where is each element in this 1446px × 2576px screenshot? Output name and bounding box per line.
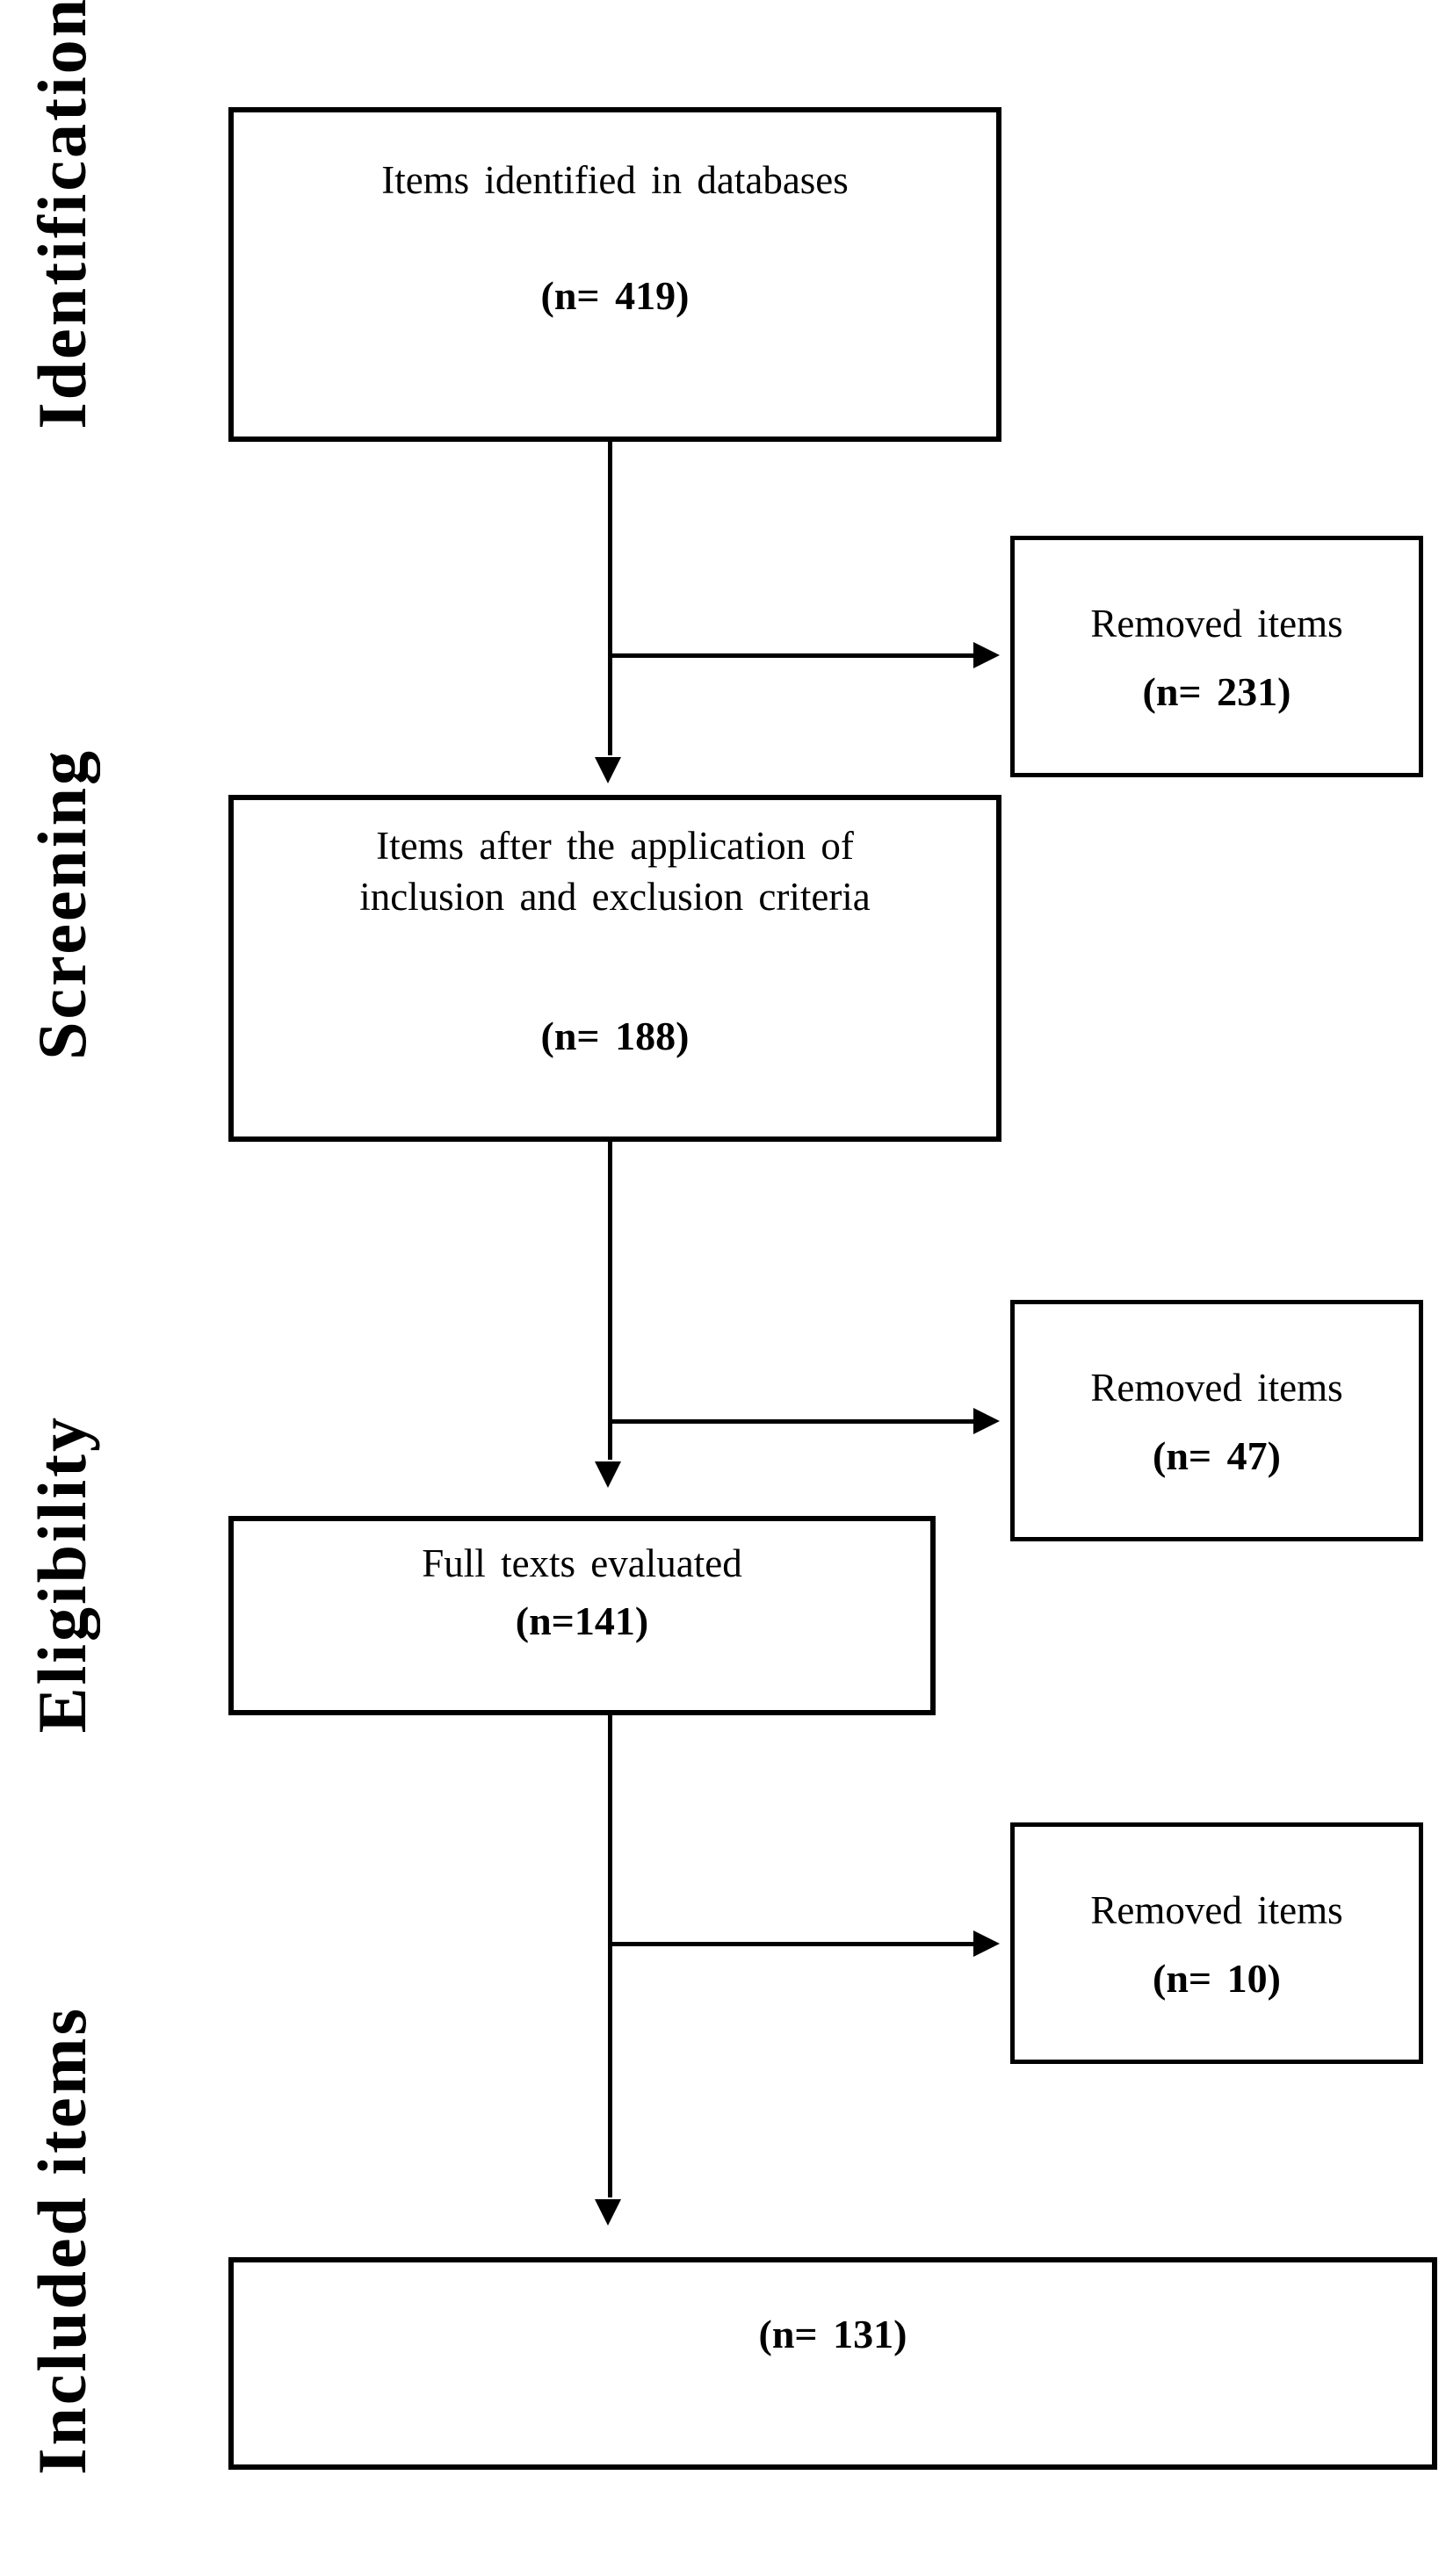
box-removed-items-2: Removed items (n= 47) (1010, 1300, 1423, 1541)
box-text-line: Removed items (1090, 1888, 1343, 1932)
box-included-items: (n= 131) (228, 2257, 1437, 2470)
box-items-identified: Items identified in databases (n= 419) (228, 107, 1001, 442)
branch-line-horizontal-2 (610, 1419, 973, 1424)
arrowhead-right-icon (973, 1930, 1000, 1957)
arrowhead-down-icon (595, 757, 621, 783)
arrowhead-down-icon (595, 1461, 621, 1488)
box-text-line: Removed items (1090, 602, 1343, 646)
box-n-value: (n= 419) (540, 273, 690, 318)
stage-label-screening: Screening (7, 748, 117, 1060)
box-text-line: inclusion and exclusion criteria (359, 875, 871, 919)
stage-label-text: Eligibility (23, 1415, 100, 1734)
connector-line-vertical-3 (608, 1715, 612, 2197)
box-text-line: Items after the application of (376, 824, 854, 868)
box-items-after-criteria: Items after the application of inclusion… (228, 795, 1001, 1142)
box-n-value: (n= 131) (758, 2312, 907, 2356)
connector-line-vertical-2 (608, 1142, 612, 1460)
connector-line-vertical-1 (608, 442, 612, 755)
stage-label-text: Screening (23, 747, 100, 1060)
box-n-value: (n= 231) (1142, 669, 1291, 714)
arrowhead-down-icon (595, 2199, 621, 2226)
box-n-value: (n= 47) (1153, 1433, 1281, 1478)
box-text-line: Full texts evaluated (422, 1541, 742, 1585)
stage-label-text: Identification (23, 0, 100, 429)
box-n-value: (n=141) (515, 1598, 649, 1643)
stage-label-included-items: Included items (7, 1987, 117, 2494)
branch-line-horizontal-1 (610, 653, 973, 658)
box-text-line: Items identified in databases (381, 158, 849, 202)
stage-label-identification: Identification (7, 0, 117, 429)
box-n-value: (n= 188) (540, 1014, 690, 1058)
box-n-value: (n= 10) (1153, 1956, 1281, 2001)
box-removed-items-1: Removed items (n= 231) (1010, 536, 1423, 777)
arrowhead-right-icon (973, 1408, 1000, 1434)
box-full-texts-evaluated: Full texts evaluated (n=141) (228, 1516, 936, 1715)
box-text-line: Removed items (1090, 1366, 1343, 1410)
box-removed-items-3: Removed items (n= 10) (1010, 1822, 1423, 2064)
stage-label-eligibility: Eligibility (7, 1415, 117, 1733)
arrowhead-right-icon (973, 642, 1000, 668)
stage-label-text: Included items (23, 2006, 100, 2475)
branch-line-horizontal-3 (610, 1942, 973, 1946)
